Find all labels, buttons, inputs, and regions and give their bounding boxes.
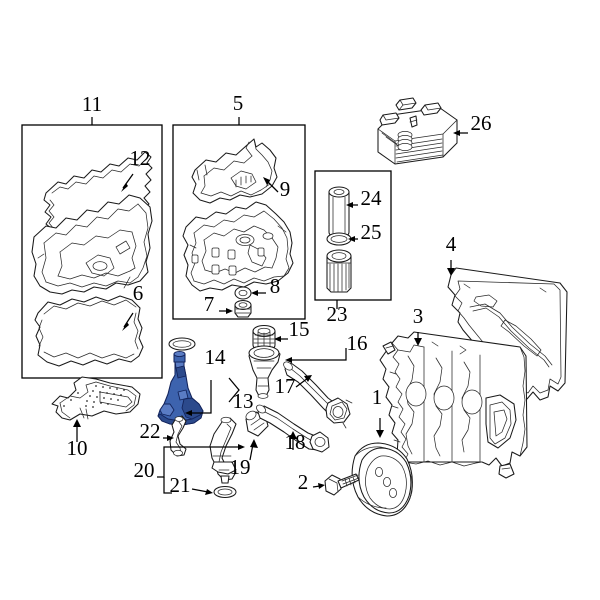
callout-label-13: 13 — [233, 389, 254, 413]
callout-leader-10 — [73, 419, 81, 442]
part-oil-level-sensor-highlighted — [157, 350, 204, 426]
callout-label-5: 5 — [233, 91, 244, 115]
callout-label-11: 11 — [82, 92, 102, 116]
callout-label-14: 14 — [205, 345, 227, 369]
part-windage-tray-baffle — [51, 376, 141, 421]
part-oil-filter-housing — [248, 345, 281, 399]
part-valve-cover — [379, 331, 528, 479]
part-oil-pan — [182, 201, 294, 292]
part-oil-filter-cap — [252, 324, 276, 351]
callout-label-18: 18 — [285, 430, 306, 454]
callout-label-3: 3 — [413, 304, 424, 328]
callout-label-26: 26 — [471, 111, 492, 135]
callout-leader-12 — [121, 173, 134, 192]
callout-leader-3 — [414, 332, 422, 346]
callout-leader-16 — [285, 348, 347, 363]
callout-label-22: 22 — [140, 419, 161, 443]
part-oil-dipstick-tube — [209, 416, 237, 484]
callout-label-12: 12 — [130, 146, 151, 170]
callout-label-10: 10 — [67, 436, 88, 460]
part-engine-oil-cooler — [377, 97, 458, 165]
callout-leader-22 — [163, 435, 174, 441]
callout-leader-8 — [251, 290, 266, 296]
part-oil-pump-pickup-bracket — [169, 415, 187, 457]
part-oil-drain-plug — [234, 299, 252, 318]
callout-label-20: 20 — [134, 458, 155, 482]
callout-leader-7 — [219, 308, 233, 314]
group-box-23 — [314, 170, 392, 309]
callout-label-7: 7 — [204, 292, 215, 316]
part-oil-filter-o-ring — [326, 232, 352, 246]
part-dipstick-tube-o-ring — [213, 485, 237, 499]
callout-leader-1 — [376, 418, 384, 438]
callout-leader-24 — [346, 202, 358, 208]
callout-leader-9 — [263, 177, 279, 193]
callout-label-1: 1 — [372, 385, 383, 409]
part-oil-filter-cartridge-cover — [328, 186, 350, 238]
callout-leader-13 — [228, 377, 240, 403]
callout-label-6: 6 — [133, 281, 144, 305]
callout-leader-15 — [274, 336, 288, 342]
part-valve-cover-gasket — [447, 267, 568, 401]
callout-leader-14 — [185, 380, 212, 416]
callout-label-21: 21 — [170, 473, 191, 497]
callout-label-9: 9 — [280, 177, 291, 201]
part-oil-level-sensor-seal — [168, 337, 196, 351]
callout-label-19: 19 — [230, 455, 251, 479]
callout-label-24: 24 — [361, 186, 383, 210]
callout-label-4: 4 — [446, 232, 457, 256]
callout-leader-19 — [249, 439, 258, 461]
callout-leader-17 — [295, 375, 312, 388]
part-crankshaft-pulley-bolt — [324, 473, 360, 496]
callout-label-15: 15 — [289, 317, 310, 341]
callout-label-25: 25 — [361, 220, 382, 244]
callout-leader-18 — [289, 431, 297, 450]
part-drain-plug-washer — [234, 286, 252, 300]
callout-leader-6 — [122, 312, 134, 331]
part-oil-cooler-feed-pipe — [283, 361, 353, 429]
callout-leader-2 — [312, 483, 325, 489]
callout-leader-26 — [453, 130, 468, 136]
callout-leader-20 — [157, 444, 245, 494]
callout-label-23: 23 — [327, 302, 348, 326]
callout-label-8: 8 — [270, 274, 281, 298]
part-oil-pan-gasket — [34, 295, 144, 367]
part-oil-filter-element — [326, 249, 352, 293]
part-lower-oil-pan — [31, 194, 153, 295]
part-oil-cooler-return-pipe — [256, 404, 330, 453]
part-oil-pan-baffle-upper — [191, 138, 278, 204]
callout-label-17: 17 — [275, 374, 296, 398]
part-crankshaft-pulley-damper — [351, 442, 413, 517]
callout-label-2: 2 — [298, 470, 309, 494]
callout-leader-4 — [447, 260, 455, 276]
callout-leader-25 — [348, 236, 358, 242]
group-box-5 — [172, 117, 306, 320]
callout-leader-21 — [191, 488, 213, 495]
callout-label-16: 16 — [347, 331, 368, 355]
